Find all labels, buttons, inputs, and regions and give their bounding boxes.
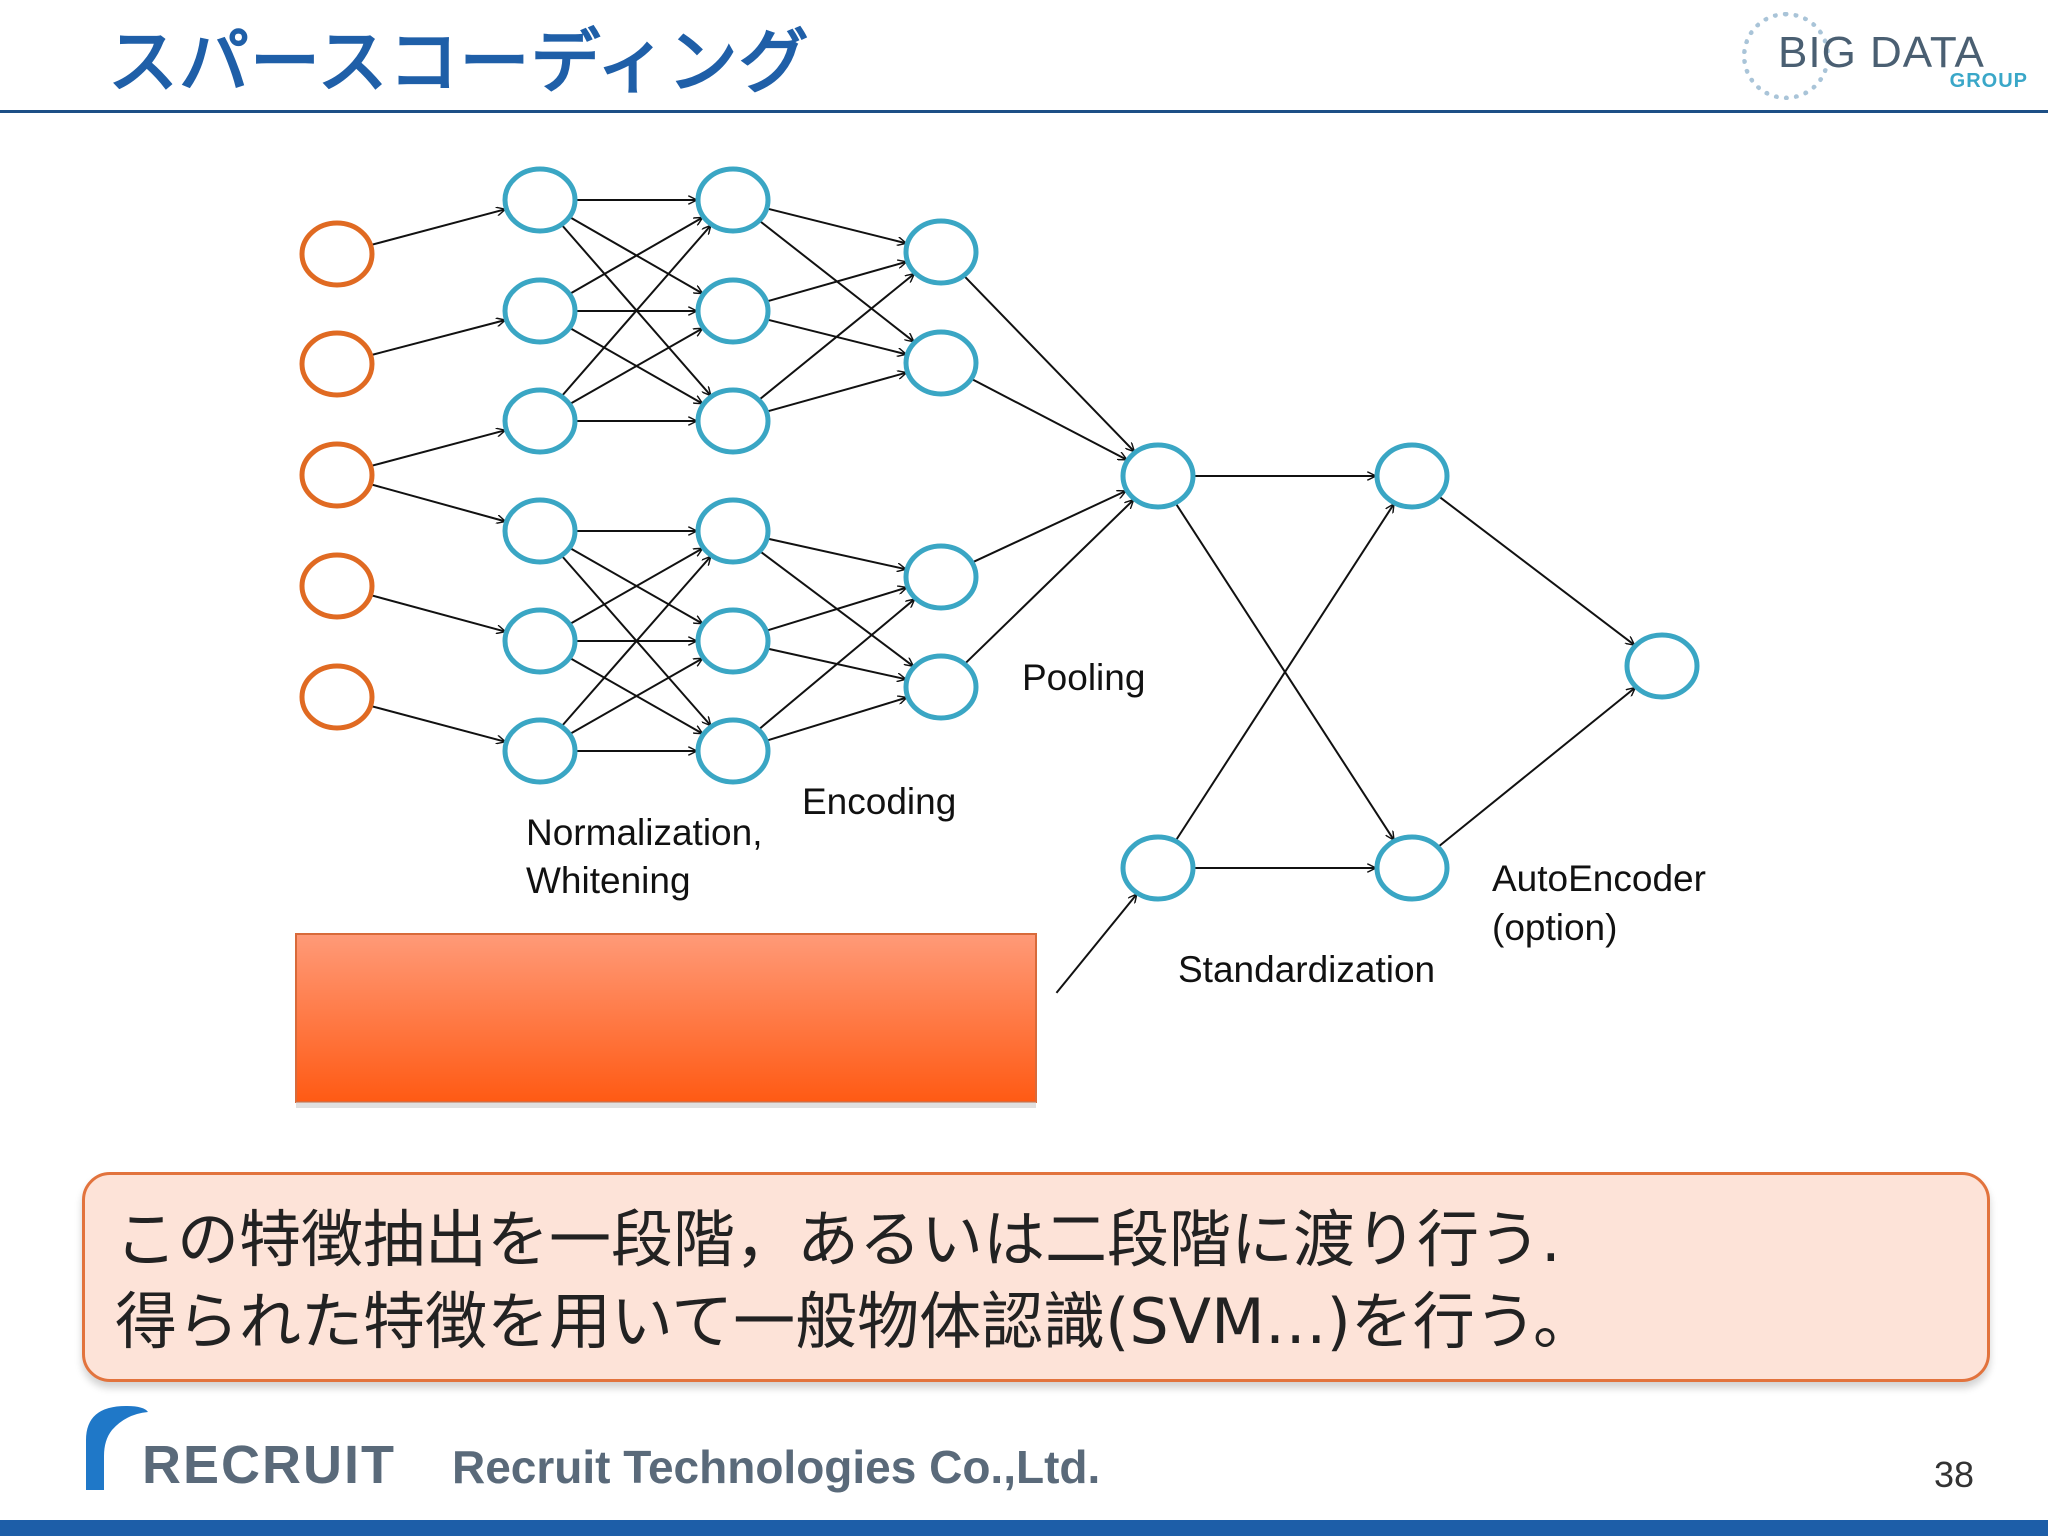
- edge-encoding: [758, 274, 914, 401]
- company-name: Recruit Technologies Co.,Ltd.: [452, 1441, 1101, 1493]
- input-node: [299, 330, 375, 398]
- neuron-node: [695, 277, 771, 345]
- recruit-wordmark: RECRUIT: [142, 1435, 396, 1495]
- neuron-node: [695, 607, 771, 675]
- neuron-node: [502, 166, 578, 234]
- page-number: 38: [1933, 1454, 1974, 1495]
- header-divider: [0, 110, 2048, 113]
- label-encoding: Encoding: [802, 781, 956, 822]
- edge-norm-whiten: [560, 226, 710, 398]
- label-pooling: Pooling: [1022, 657, 1145, 698]
- bottom-bar: [0, 1520, 2048, 1536]
- edge-encoding: [765, 698, 906, 742]
- neuron-node: [502, 497, 578, 565]
- neuron-node: [903, 329, 979, 397]
- edge-encoding: [766, 207, 906, 243]
- edge-input-norm: [370, 483, 504, 521]
- edge-norm-whiten: [560, 557, 710, 728]
- edge-norm-whiten: [568, 659, 701, 736]
- neuron-node: [695, 717, 771, 785]
- slide-title: スパースコーディング: [108, 21, 810, 103]
- logo-ring-icon: [1742, 12, 1830, 100]
- edge-input-norm: [370, 704, 505, 742]
- edge-autoencoder: [1437, 495, 1634, 644]
- input-node: [299, 220, 375, 288]
- neuron-node: [502, 387, 578, 455]
- neuron-node: [903, 543, 979, 611]
- input-node: [299, 441, 375, 509]
- edge-input-norm: [370, 430, 505, 468]
- edge-pooling: [963, 500, 1133, 665]
- neuron-node: [1374, 442, 1450, 510]
- orange-placeholder-box: [295, 933, 1037, 1103]
- edge-input-norm: [370, 320, 505, 357]
- label-autoencoder: AutoEncoder: [1492, 858, 1706, 899]
- logo-big-data-text: BIG DATA: [1778, 28, 1985, 77]
- edge-standardization: [1174, 505, 1393, 842]
- neuron-node: [695, 497, 771, 565]
- edge-encoding: [766, 373, 905, 413]
- edge-box-to-pool: [1055, 895, 1136, 994]
- logo-group-text: GROUP: [1949, 70, 2028, 92]
- label-normalization: Normalization,: [526, 812, 762, 853]
- edge-autoencoder: [1437, 688, 1635, 848]
- edge-norm-whiten: [568, 549, 701, 626]
- edge-input-norm: [370, 594, 504, 631]
- recruit-mark-icon: [86, 1406, 148, 1490]
- note-line-1: この特徴抽出を一段階，あるいは二段階に渡り行う.: [115, 1203, 1561, 1276]
- neuron-node: [502, 607, 578, 675]
- edge-encoding: [766, 262, 905, 303]
- edge-pooling: [970, 377, 1126, 460]
- neuron-node: [502, 277, 578, 345]
- edge-norm-whiten: [568, 218, 702, 295]
- edge-pooling: [971, 491, 1125, 564]
- network-diagram: Normalization, Whitening Encoding Poolin…: [295, 166, 1706, 1108]
- input-node: [299, 552, 375, 620]
- label-autoencoder-option: (option): [1492, 907, 1617, 948]
- note-line-2: 得られた特徴を用いて一般物体認識(SVM…)を行う。: [115, 1285, 1596, 1358]
- node-group: [299, 166, 1700, 902]
- neuron-node: [1374, 834, 1450, 902]
- neuron-node: [502, 717, 578, 785]
- big-data-group-logo: BIG DATA GROUP: [1740, 6, 2040, 106]
- edge-norm-whiten: [568, 329, 701, 406]
- neuron-node: [695, 166, 771, 234]
- neuron-node: [695, 387, 771, 455]
- edge-encoding: [757, 600, 914, 731]
- edge-encoding: [766, 537, 905, 570]
- neuron-node: [1624, 632, 1700, 700]
- edge-group: [370, 200, 1635, 994]
- neuron-node: [1120, 442, 1196, 510]
- input-node: [299, 663, 375, 731]
- label-whitening: Whitening: [526, 860, 691, 901]
- neuron-node: [1120, 834, 1196, 902]
- box-shadow: [296, 1102, 1036, 1108]
- neuron-node: [903, 653, 979, 721]
- edge-encoding: [765, 588, 906, 632]
- edge-input-norm: [370, 209, 505, 247]
- summary-note: この特徴抽出を一段階，あるいは二段階に渡り行う. 得られた特徴を用いて一般物体認…: [82, 1172, 1990, 1382]
- neuron-node: [903, 218, 979, 286]
- label-standardization: Standardization: [1178, 949, 1435, 990]
- edge-pooling: [963, 274, 1134, 452]
